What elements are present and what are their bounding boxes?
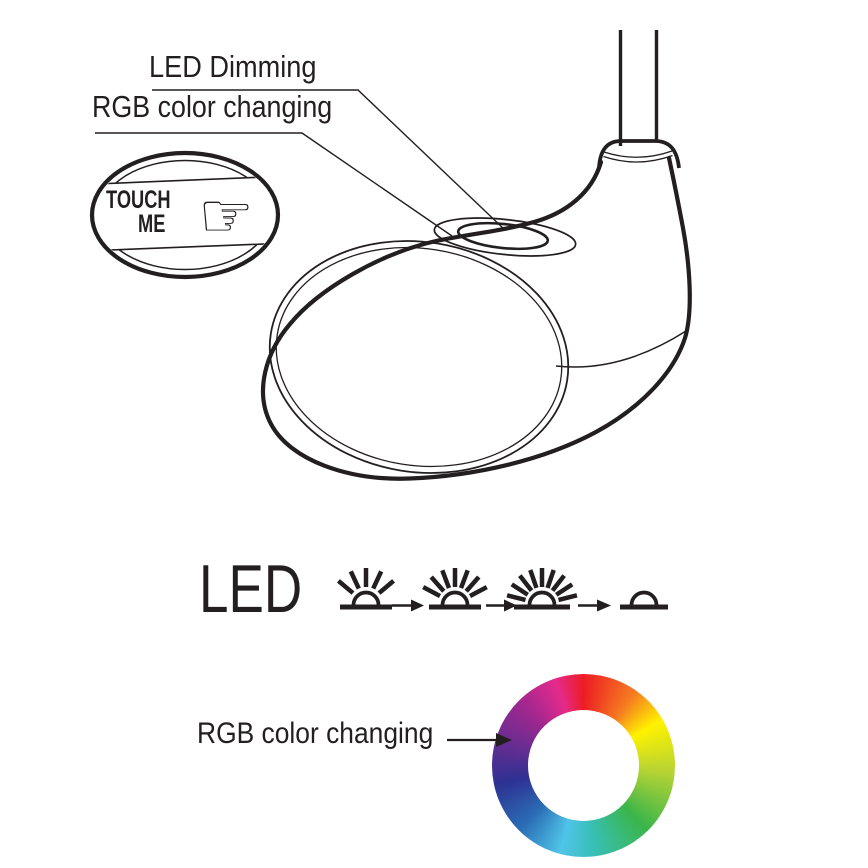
lamp-head [261, 155, 692, 481]
touch-me-badge-text-line2: ME [138, 210, 166, 238]
led-dimming-sequence [336, 568, 668, 610]
pointing-finger-right-icon: ☞ [198, 179, 254, 252]
led-brightness-high-icon [506, 568, 578, 610]
rgb-section-label: RGB color changing [197, 717, 434, 750]
lamp-body-seam [555, 330, 687, 368]
right-arrow-icon [578, 599, 611, 612]
led-sequence-arrows [392, 599, 611, 612]
right-arrow-icon [486, 599, 517, 612]
callout-led-dimming: LED Dimming [149, 50, 317, 84]
rgb-color-wheel-hole [528, 710, 639, 821]
led-brightness-low-icon [336, 568, 396, 610]
touch-button [433, 217, 577, 257]
led-off-icon [620, 590, 668, 610]
callout-rgb-color-changing: RGB color changing [92, 90, 333, 124]
lamp-neck [597, 30, 681, 169]
led-brightness-medium-icon [422, 568, 488, 610]
rgb-color-wheel [492, 674, 675, 857]
right-arrow-icon [392, 599, 424, 612]
lamp-diffuser-face [268, 240, 570, 474]
led-sequence-heading: LED [199, 551, 303, 627]
